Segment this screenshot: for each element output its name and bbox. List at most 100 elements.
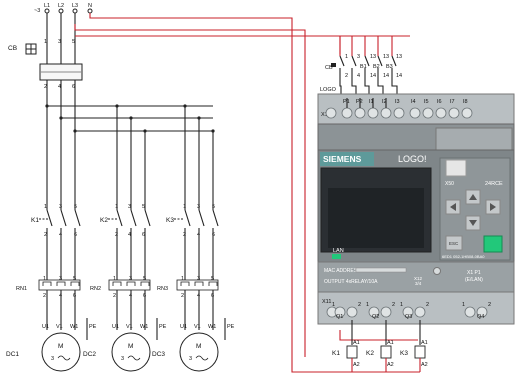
relay-element [194, 281, 204, 286]
coil-label: K3 [400, 350, 408, 357]
relay-num: 4 [129, 293, 132, 299]
motor-pe-label: PE [159, 324, 167, 330]
output-terminal-number: 1 [332, 302, 335, 308]
contact-blade [144, 209, 151, 227]
model-text: LOGO! [398, 154, 427, 164]
output-label: Q3 [405, 314, 412, 320]
cb-top-13a: 13 [370, 54, 376, 60]
motor-terminal-label: W1 [70, 324, 78, 330]
output-terminal-number: 1 [400, 302, 403, 308]
motor-terminal-label: V1 [194, 324, 201, 330]
arrow-down-icon [469, 220, 477, 226]
k2-top-3: 3 [128, 204, 131, 210]
cb-top-13c: 13 [396, 54, 402, 60]
plc-input-wire [391, 80, 398, 98]
bus-junction [45, 104, 49, 108]
input-label: I2 [382, 99, 387, 105]
relay-num: 3 [129, 276, 132, 282]
coil-label: K1 [332, 350, 340, 357]
ac-wave-icon [57, 355, 71, 361]
input-screw-icon [341, 107, 353, 119]
relay-num: 1 [181, 276, 184, 282]
motor-pe-label: PE [89, 324, 97, 330]
logo-tag: LOGO [320, 87, 337, 93]
output-label: Q2 [372, 314, 379, 320]
output-terminal-number: 1 [462, 302, 465, 308]
input-label: I8 [463, 99, 468, 105]
key-ok[interactable] [483, 235, 503, 253]
terminal-label-n: N [88, 3, 92, 9]
x12-sub: 3/4 [415, 281, 422, 286]
x50-port [445, 159, 467, 177]
input-screw-icon [409, 107, 421, 119]
contactor-k3: K3 1 3 5 2 4 6 [166, 204, 215, 238]
lan-led [332, 254, 341, 259]
part-number: 6ED1 052-1HB08-0BA0 [442, 254, 485, 259]
key-esc[interactable] [445, 235, 463, 251]
relay-num: 2 [181, 293, 184, 299]
input-label: I3 [395, 99, 400, 105]
coil-a2-label: A2 [353, 362, 360, 368]
relay-num: 6 [73, 293, 76, 299]
output-screw-icon [334, 306, 346, 318]
control-breaker-label: CB [325, 65, 333, 71]
input-label: I6 [437, 99, 442, 105]
contactor-k2: K2 1 3 5 2 4 6 [100, 204, 145, 238]
relay-num: 1 [43, 276, 46, 282]
coil-symbol [346, 345, 358, 359]
input-label: P1 [343, 99, 350, 105]
input-label: P2 [356, 99, 363, 105]
output-screw-icon [368, 306, 380, 318]
cb-bot-14b: 14 [383, 73, 389, 79]
cb-contact [351, 55, 357, 67]
arrow-left-icon [450, 203, 456, 211]
relay-num: 3 [197, 276, 200, 282]
contact-blade [198, 209, 205, 227]
breaker-top-3: 3 [58, 39, 61, 45]
relay-element [56, 281, 66, 286]
contact-blade [116, 209, 123, 227]
relay-num: 3 [59, 276, 62, 282]
motor-terminal-label: U1 [180, 324, 187, 330]
motor-terminal-label: V1 [126, 324, 133, 330]
motor-terminal-label: W1 [208, 324, 216, 330]
relay-label-rn3: RN3 [157, 286, 168, 292]
control-live-wire [74, 24, 306, 357]
bus-junction [73, 129, 77, 133]
x1p1-label: X1 P1 [467, 270, 481, 276]
output-terminal-number: 2 [358, 302, 361, 308]
contactor-label-k1: K1 [31, 217, 39, 224]
mac-label: MAC ADDRESS [324, 268, 361, 274]
arrow-up-icon [469, 194, 477, 200]
contactor-contacts [46, 200, 219, 282]
relay-num: 2 [113, 293, 116, 299]
motor-letter: M [196, 343, 201, 350]
relay-num: 4 [197, 293, 200, 299]
relay-label-rn1: RN1 [16, 286, 27, 292]
neutral-wire [89, 13, 293, 360]
k2-bot-4: 4 [128, 232, 131, 238]
input-screw-icon [461, 107, 473, 119]
relay-num: 4 [59, 293, 62, 299]
coil-a1-label: A1 [387, 340, 394, 346]
plc-input-wire [351, 80, 357, 98]
cb-top-3: 3 [357, 54, 360, 60]
input-screw-icon [380, 107, 392, 119]
relay-num: 1 [113, 276, 116, 282]
coil-symbol [380, 345, 392, 359]
contact-blade [60, 209, 67, 227]
input-label: I7 [450, 99, 455, 105]
input-screw-icon [354, 107, 366, 119]
motor-letter: M [128, 343, 133, 350]
relay-num: 2 [43, 293, 46, 299]
motor-terminal-label: U1 [112, 324, 119, 330]
output-screw-icon [380, 306, 392, 318]
cb-id-b1: B1 [360, 64, 367, 70]
terminal-label-l1: L1 [44, 3, 50, 9]
arch-label: 24RCE [485, 181, 503, 187]
coil-label: K2 [366, 350, 374, 357]
